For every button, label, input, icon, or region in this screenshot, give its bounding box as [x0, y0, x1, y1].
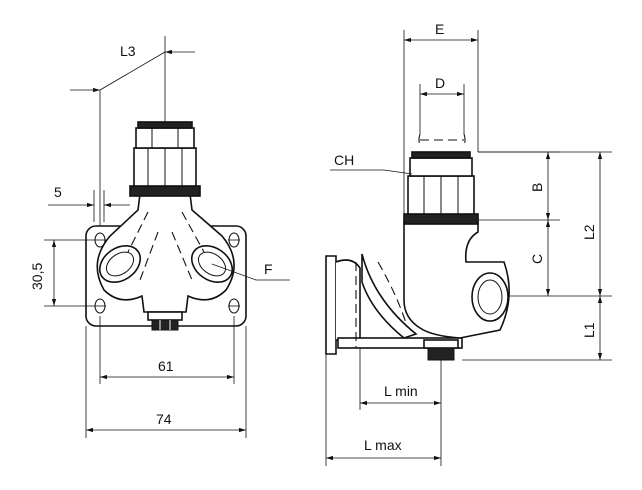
dim-L2-text: L2 [581, 224, 597, 240]
dim-L1-text: L1 [581, 322, 597, 338]
dim-5-text: 5 [54, 184, 62, 200]
dim-61-text: 61 [158, 358, 174, 374]
wall-bracket [325, 255, 463, 355]
valve-body [96, 193, 235, 313]
label-CH: CH [330, 152, 413, 175]
dim-L3-text: L3 [120, 43, 136, 59]
dim-B-text: B [529, 183, 545, 192]
dim-D-text: D [435, 75, 445, 91]
dim-D: D [419, 75, 465, 134]
top-compression-fitting [129, 121, 201, 197]
dim-74: 74 [85, 326, 247, 438]
dim-L-max: L max [325, 354, 442, 466]
side-outlet-port [471, 272, 509, 322]
dim-E: E [403, 21, 479, 222]
dim-B: B [478, 151, 560, 221]
bottom-nut [147, 311, 183, 331]
dim-30-5: 30,5 [29, 239, 94, 307]
label-F-text: F [264, 261, 273, 277]
dim-74-text: 74 [156, 411, 172, 427]
dim-C-text: C [529, 254, 545, 264]
dim-C: C [508, 220, 612, 297]
dim-61: 61 [99, 316, 235, 384]
side-nut [403, 133, 479, 225]
dim-L-min-text: L min [384, 383, 418, 399]
front-view: L3 5 30,5 F 61 [29, 36, 290, 438]
plate-holes [94, 232, 240, 314]
label-F: F [211, 261, 290, 281]
side-bottom-nut [423, 339, 459, 361]
dim-L-max-text: L max [364, 437, 402, 453]
dim-5: 5 [48, 184, 130, 222]
label-CH-text: CH [334, 152, 354, 168]
side-view: E D CH B C [325, 21, 612, 466]
dim-L1: L1 [462, 296, 612, 361]
dim-L-min: L min [359, 348, 442, 410]
dim-30-5-text: 30,5 [29, 263, 45, 290]
dim-L2: L2 [478, 151, 612, 296]
dim-E-text: E [435, 21, 444, 37]
dim-L3: L3 [70, 36, 195, 226]
left-outlet-port [98, 245, 142, 283]
